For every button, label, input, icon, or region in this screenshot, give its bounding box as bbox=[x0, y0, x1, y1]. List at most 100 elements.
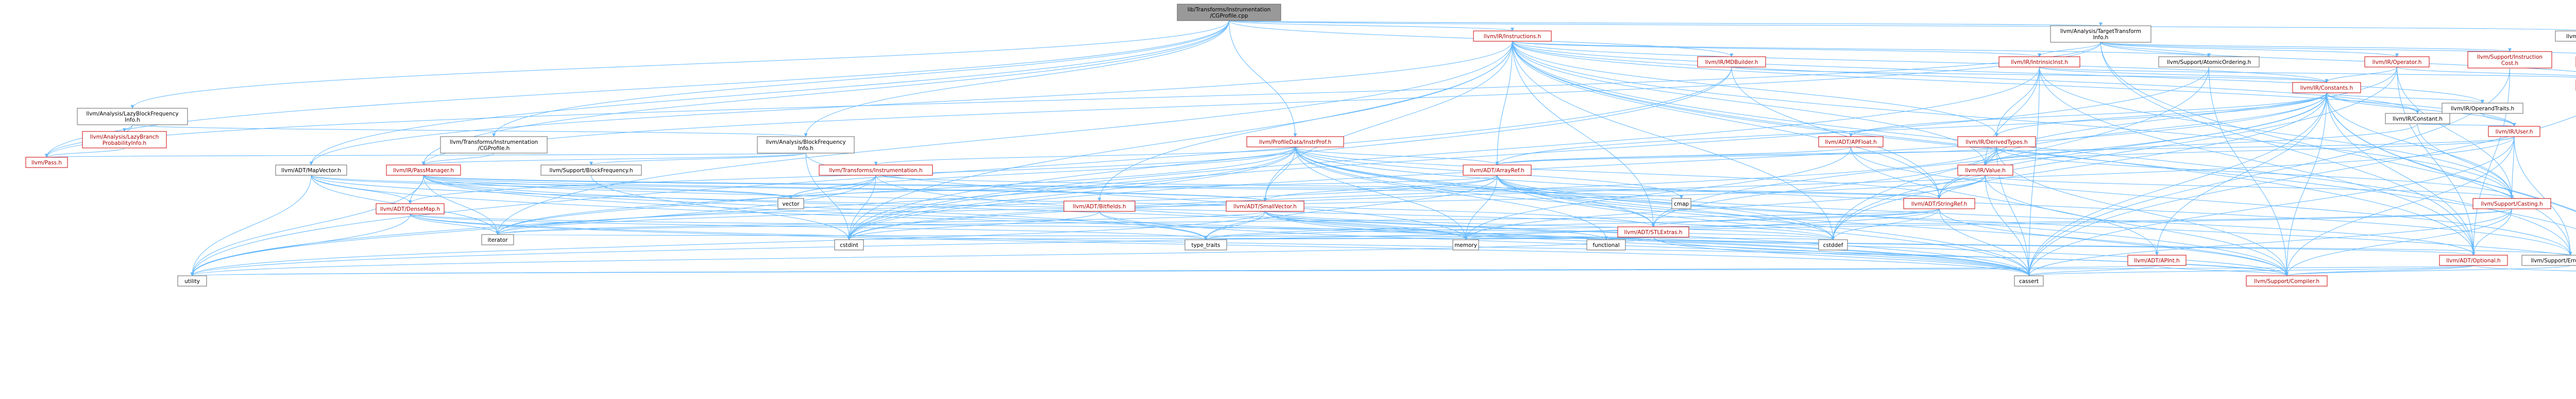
edge-user-to-cassert bbox=[2027, 136, 2515, 276]
node-vector[interactable]: vector bbox=[777, 198, 804, 209]
node-box bbox=[1063, 201, 1136, 212]
edge-user-to-value bbox=[1984, 136, 2515, 165]
edge-bitfields-to-typetraits bbox=[1099, 211, 1208, 240]
node-root[interactable]: lib/Transforms/Instrumentation/CGProfile… bbox=[1177, 4, 1281, 21]
edge-optional-to-none bbox=[2473, 265, 2576, 272]
node-compiler[interactable]: llvm/Support/Compiler.h bbox=[2246, 275, 2328, 287]
node-box bbox=[2127, 255, 2187, 266]
node-utility[interactable]: utility bbox=[177, 275, 207, 287]
node-box bbox=[1818, 239, 1848, 251]
node-errorhandling[interactable]: llvm/Support/ErrorHandling.h bbox=[2521, 255, 2576, 266]
node-label: llvm/Transforms/Instrumentation.h bbox=[829, 168, 922, 174]
node-memory[interactable]: memory bbox=[1452, 239, 1479, 251]
edge-intrinsic-to-optional bbox=[2039, 66, 2476, 256]
edge-casting-to-compiler bbox=[2285, 208, 2512, 276]
node-box bbox=[2014, 275, 2044, 287]
node-pass[interactable]: llvm/Pass.h bbox=[25, 157, 68, 168]
node-densemap[interactable]: llvm/ADT/DenseMap.h bbox=[376, 203, 445, 214]
node-iterator[interactable]: iterator bbox=[481, 234, 514, 245]
node-bitfields[interactable]: llvm/ADT/Bitfields.h bbox=[1063, 201, 1136, 212]
edge-derivedtypes-to-cstdint bbox=[847, 146, 1997, 240]
edge-derivedtypes-to-casting bbox=[1996, 146, 2514, 199]
node-mdbuilder[interactable]: llvm/IR/MDBuilder.h bbox=[1697, 56, 1766, 68]
node-casting[interactable]: llvm/Support/Casting.h bbox=[2472, 198, 2551, 209]
edge-passmanager-to-stringref bbox=[423, 175, 1941, 199]
node-label: cstdint bbox=[840, 242, 858, 248]
node-passmanager[interactable]: llvm/IR/PassManager.h bbox=[386, 164, 461, 176]
node-functional[interactable]: functional bbox=[1586, 239, 1626, 251]
edge-tti-to-intrinsic bbox=[2038, 42, 2101, 57]
edge-mdbuilder-to-constants bbox=[1731, 66, 2329, 83]
node-cstdint[interactable]: cstdint bbox=[834, 239, 864, 251]
node-constants[interactable]: llvm/IR/Constants.h bbox=[2292, 82, 2361, 93]
edge-derivedtypes-to-stlextras bbox=[1651, 146, 1997, 227]
edge-root-to-cgprofile bbox=[492, 20, 1229, 137]
node-stringref[interactable]: llvm/ADT/StringRef.h bbox=[1903, 198, 1975, 209]
node-optraits[interactable]: llvm/IR/OperandTraits.h bbox=[2442, 103, 2523, 114]
node-label: llvm/IR/PassManager.h bbox=[393, 168, 454, 174]
edge-instr-to-derivedtypes bbox=[1512, 41, 1998, 137]
node-stlextras[interactable]: llvm/ADT/STLExtras.h bbox=[1617, 226, 1689, 238]
node-arrayref[interactable]: llvm/ADT/ArrayRef.h bbox=[1463, 164, 1532, 176]
node-cgprofile[interactable]: llvm/Transforms/Instrumentation/CGProfil… bbox=[440, 136, 548, 154]
node-smallvector[interactable]: llvm/ADT/SmallVector.h bbox=[1226, 201, 1304, 212]
node-apint[interactable]: llvm/ADT/APInt.h bbox=[2127, 255, 2187, 266]
node-operator[interactable]: llvm/IR/Operator.h bbox=[2364, 56, 2430, 68]
node-mapvector[interactable]: llvm/ADT/MapVector.h bbox=[275, 164, 347, 176]
edge-instr-to-constants bbox=[1512, 41, 2329, 83]
edge-constants-to-constant bbox=[2326, 92, 2419, 114]
node-value[interactable]: llvm/IR/Value.h bbox=[1957, 164, 2013, 176]
node-cmap[interactable]: cmap bbox=[1671, 198, 1691, 209]
node-intrinsic[interactable]: llvm/IR/IntrinsicInst.h bbox=[1998, 56, 2080, 68]
node-label: vector bbox=[782, 201, 800, 207]
node-user[interactable]: llvm/IR/User.h bbox=[2488, 126, 2540, 137]
edge-constant-to-value bbox=[1984, 123, 2418, 165]
node-box bbox=[1617, 226, 1689, 238]
node-box bbox=[1463, 164, 1532, 176]
node-cstddef[interactable]: cstddef bbox=[1818, 239, 1848, 251]
edge-profdata-to-arrayref bbox=[1295, 146, 1499, 165]
node-label: llvm/IR/DerivedTypes.h bbox=[1965, 139, 2027, 145]
edge-constants-to-apfloat bbox=[1849, 92, 2327, 137]
node-lazybpi[interactable]: llvm/Analysis/LazyBranchProbabilityInfo.… bbox=[82, 131, 167, 148]
edge-smallvector-to-utility bbox=[190, 211, 1265, 276]
node-cassert[interactable]: cassert bbox=[2014, 275, 2044, 287]
edge-instrumentation-to-vector bbox=[789, 175, 876, 199]
edge-root-to-mapvector bbox=[309, 20, 1229, 165]
node-blockfreq[interactable]: llvm/Support/BlockFrequency.h bbox=[540, 164, 642, 176]
node-typetraits[interactable]: type_traits bbox=[1184, 239, 1227, 251]
node-label: Info.h bbox=[2093, 35, 2109, 41]
edge-instr-to-smallvector bbox=[1263, 41, 1513, 202]
edge-constant-to-casting bbox=[2417, 123, 2514, 199]
node-profdata[interactable]: llvm/ProfileData/InstrProf.h bbox=[1246, 136, 1344, 147]
edge-arrayref-to-stlextras bbox=[1497, 175, 1655, 227]
edge-passmanager-to-smallvector bbox=[423, 175, 1267, 202]
edge-casting-to-optional bbox=[2471, 208, 2512, 256]
node-atomicord[interactable]: llvm/Support/AtomicOrdering.h bbox=[2158, 56, 2260, 68]
edge-instr-to-casting bbox=[1512, 41, 2514, 199]
edge-smallvector-to-iterator bbox=[496, 211, 1265, 235]
node-label: llvm/IR/Instructions.h bbox=[1484, 34, 1541, 40]
edge-tti-to-none bbox=[2100, 42, 2576, 211]
edge-passmanager-to-stlextras bbox=[423, 175, 1655, 227]
node-instr[interactable]: llvm/IR/Instructions.h bbox=[1473, 30, 1552, 42]
node-box bbox=[1903, 198, 1975, 209]
node-constant[interactable]: llvm/IR/Constant.h bbox=[2385, 113, 2450, 124]
node-derivedtypes[interactable]: llvm/IR/DerivedTypes.h bbox=[1957, 136, 2036, 147]
edge-optraits-to-user bbox=[2482, 113, 2516, 127]
edge-constants-to-cassert bbox=[2027, 92, 2327, 276]
node-apfloat[interactable]: llvm/ADT/APFloat.h bbox=[1818, 136, 1884, 147]
edge-bfi-to-blockfreq bbox=[589, 153, 806, 165]
node-box bbox=[757, 136, 855, 154]
node-box bbox=[1184, 239, 1227, 251]
node-box bbox=[2385, 113, 2450, 124]
node-label: functional bbox=[1592, 242, 1619, 248]
edge-constants-to-cstddef bbox=[1831, 92, 2327, 240]
node-instrpasses[interactable]: llvm/InitializePasses.h bbox=[2555, 30, 2576, 42]
node-optional[interactable]: llvm/ADT/Optional.h bbox=[2439, 255, 2508, 266]
node-instrumentation[interactable]: llvm/Transforms/Instrumentation.h bbox=[819, 164, 933, 176]
